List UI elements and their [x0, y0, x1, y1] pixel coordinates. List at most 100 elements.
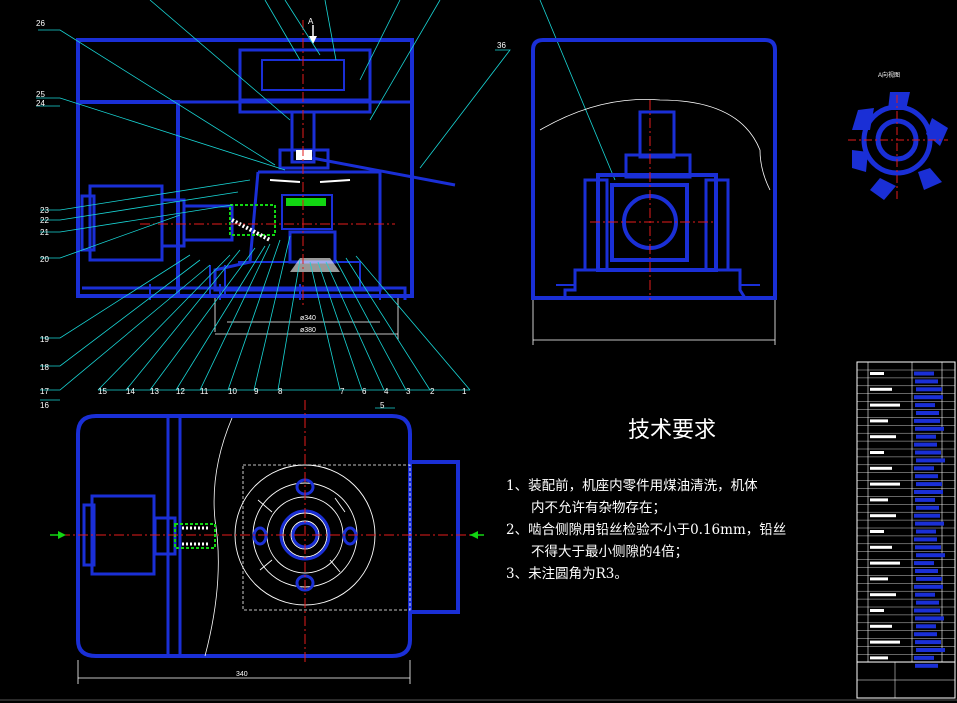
parts-row-mark — [915, 426, 944, 431]
requirement-line-1: 1、装配前，机座内零件用煤油清洗，机体 — [506, 477, 758, 494]
leader-4: 4 — [384, 387, 389, 396]
parts-row-text-mark — [870, 561, 900, 565]
parts-row-text-mark — [870, 466, 892, 470]
parts-row-text-mark — [870, 640, 900, 644]
parts-row-mark — [916, 458, 945, 463]
parts-row-text-mark — [870, 387, 892, 391]
leader-labels: 26 25 24 23 22 21 20 19 18 17 16 15 14 1… — [36, 19, 506, 410]
parts-row-mark — [914, 466, 934, 471]
leader-26: 26 — [36, 19, 45, 28]
parts-row-mark — [914, 608, 940, 613]
parts-row-mark — [914, 395, 943, 400]
top-view — [76, 414, 460, 658]
leader-12: 12 — [176, 387, 185, 396]
leader-10: 10 — [228, 387, 237, 396]
leader-9: 9 — [254, 387, 259, 396]
leader-21: 21 — [40, 228, 49, 237]
top-view-dashed-box — [242, 464, 411, 611]
parts-row-text-mark — [870, 545, 892, 549]
front-section-view — [76, 38, 456, 300]
front-centerlines — [140, 20, 395, 305]
top-view-centerlines — [60, 400, 480, 665]
leader-24: 24 — [36, 99, 45, 108]
parts-row-text-mark — [870, 577, 888, 581]
requirement-line-3: 2、啮合侧隙用铅丝检验不小于0.16mm，铅丝 — [506, 522, 786, 538]
leader-3: 3 — [406, 387, 411, 396]
parts-row-mark — [916, 576, 942, 581]
parts-row-mark — [915, 450, 941, 455]
parts-row-mark — [915, 521, 944, 526]
leader-lines — [36, 0, 616, 409]
dim-380: ø380 — [300, 327, 316, 334]
top-view-shaft — [153, 516, 216, 556]
parts-row-mark — [915, 474, 938, 479]
top-view-dimension — [77, 660, 411, 684]
leader-22: 22 — [40, 216, 49, 225]
leader-17: 17 — [40, 387, 49, 396]
parts-row-mark — [916, 624, 936, 629]
parts-row-text-mark — [870, 403, 900, 407]
leader-1: 1 — [462, 387, 467, 396]
parts-row-mark — [915, 497, 935, 502]
section-arrows — [50, 531, 484, 539]
parts-row-mark — [914, 418, 940, 423]
parts-row-mark — [914, 537, 937, 542]
parts-row-mark — [914, 584, 943, 589]
parts-row-mark — [915, 545, 941, 550]
requirement-line-5: 3、未注圆角为R3。 — [506, 566, 628, 582]
side-dimension — [532, 300, 776, 345]
technical-requirements: 技术要求 1、装配前，机座内零件用煤油清洗，机体 内不允许有杂物存在； 2、啮合… — [506, 418, 786, 582]
parts-row-mark — [914, 490, 943, 494]
side-view-break-line — [539, 99, 771, 191]
parts-row-mark — [915, 592, 935, 597]
view-arrow-label-a: A — [308, 17, 314, 26]
parts-row-mark — [916, 505, 939, 510]
parts-row-mark — [914, 371, 934, 376]
parts-row-text-mark — [870, 482, 900, 486]
parts-row-mark — [914, 442, 937, 447]
leader-25: 25 — [36, 90, 45, 99]
side-view — [531, 38, 777, 300]
leader-14: 14 — [126, 387, 135, 396]
parts-row-mark — [916, 482, 942, 487]
parts-row-text-mark — [870, 609, 884, 612]
requirement-line-4: 不得大于最小侧隙的4倍； — [531, 543, 688, 560]
parts-row-mark — [916, 648, 945, 652]
parts-row-mark — [914, 655, 934, 660]
leader-18: 18 — [40, 363, 49, 372]
front-view-arrow: A — [308, 17, 317, 44]
parts-row-mark — [915, 616, 944, 621]
leader-8: 8 — [278, 387, 283, 396]
parts-list — [856, 361, 956, 699]
parts-row-text-mark — [870, 530, 884, 533]
parts-row-text-mark — [870, 498, 888, 502]
side-centerlines — [590, 100, 715, 300]
parts-row-text-mark — [870, 624, 892, 628]
leader-7: 7 — [340, 387, 345, 396]
parts-row-text-mark — [870, 656, 888, 660]
parts-row-text-mark — [870, 593, 896, 597]
parts-row-text-mark — [870, 419, 888, 423]
dim-bottom: 340 — [236, 671, 248, 678]
leader-2: 2 — [430, 387, 435, 396]
parts-row-mark — [914, 561, 934, 566]
leader-13: 13 — [150, 387, 159, 396]
parts-row-mark — [914, 513, 940, 518]
requirements-title: 技术要求 — [628, 418, 716, 443]
parts-row-text-mark — [870, 451, 884, 454]
leader-16: 16 — [40, 401, 49, 410]
parts-row-mark — [915, 663, 938, 668]
view-a-title: A向视图 — [878, 71, 900, 79]
parts-row-text-mark — [870, 435, 896, 439]
parts-row-mark — [915, 403, 935, 408]
parts-row-mark — [916, 529, 936, 534]
leader-11: 11 — [200, 387, 209, 396]
parts-row-mark — [916, 387, 942, 392]
parts-row-mark — [916, 434, 936, 439]
requirement-line-2: 内不允许有杂物存在； — [531, 500, 666, 516]
parts-row-text-mark — [870, 372, 884, 375]
leader-15: 15 — [98, 387, 107, 396]
view-a: A向视图 — [848, 71, 948, 200]
dim-340: ø340 — [300, 315, 316, 322]
